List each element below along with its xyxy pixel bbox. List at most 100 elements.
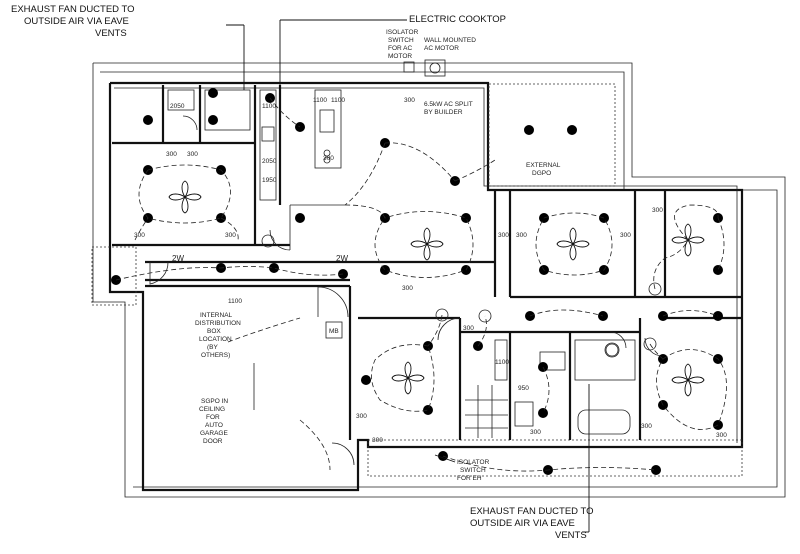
svg-text:DISTRIBUTION: DISTRIBUTION: [195, 320, 241, 327]
ceiling-fan-icon: [556, 227, 590, 261]
light-downlight: [423, 405, 433, 415]
svg-text:LOCATION: LOCATION: [199, 336, 232, 343]
svg-text:1100: 1100: [262, 103, 276, 110]
svg-text:300: 300: [641, 423, 652, 430]
light-downlight: [567, 125, 577, 135]
svg-text:EXTERNAL: EXTERNAL: [526, 162, 561, 169]
svg-text:1950: 1950: [262, 177, 277, 184]
alfresco-patio: [488, 83, 616, 187]
garage-door: [253, 286, 355, 466]
svg-text:VENTS: VENTS: [555, 530, 587, 541]
svg-text:300: 300: [372, 437, 383, 444]
svg-text:DOOR: DOOR: [203, 438, 223, 445]
svg-text:OTHERS): OTHERS): [201, 352, 230, 359]
ac-motor: [403, 59, 446, 77]
svg-text:2050: 2050: [262, 158, 277, 165]
annotation-internal-box: INTERNAL DISTRIBUTION BOX LOCATION (BY O…: [195, 312, 241, 359]
svg-text:CEILING: CEILING: [199, 406, 225, 413]
svg-text:(BY: (BY: [207, 344, 219, 351]
svg-text:FOR EH: FOR EH: [457, 475, 482, 482]
svg-text:950: 950: [518, 385, 529, 392]
light-downlight: [269, 263, 279, 273]
svg-text:INTERNAL: INTERNAL: [200, 312, 233, 319]
svg-text:DGPO: DGPO: [532, 170, 551, 177]
kitchen-fittings: [259, 89, 342, 201]
internal-walls: [112, 85, 742, 440]
svg-text:AUTO: AUTO: [205, 422, 223, 429]
light-downlight: [651, 465, 661, 475]
svg-text:ISOLATOR: ISOLATOR: [457, 459, 490, 466]
label-mb: MB: [329, 328, 339, 335]
svg-text:GARAGE: GARAGE: [200, 430, 228, 437]
svg-text:OUTSIDE AIR VIA EAVE: OUTSIDE AIR VIA EAVE: [24, 16, 129, 27]
svg-text:ISOLATOR: ISOLATOR: [386, 29, 419, 36]
external-walls: [91, 81, 744, 492]
svg-text:EXHAUST FAN DUCTED TO: EXHAUST FAN DUCTED TO: [11, 4, 135, 15]
light-downlight: [461, 213, 471, 223]
annotation-ac-split: 6.5kW AC SPLIT BY BUILDER: [424, 101, 473, 116]
annotation-sgpo-garage: SGPO IN CEILING FOR AUTO GARAGE DOOR: [199, 398, 228, 445]
ceiling-lights: [111, 88, 723, 475]
svg-text:OUTSIDE AIR VIA EAVE: OUTSIDE AIR VIA EAVE: [470, 518, 575, 529]
switch-symbols: [261, 234, 662, 357]
light-downlight: [380, 265, 390, 275]
svg-text:1100: 1100: [495, 359, 509, 366]
svg-text:FOR: FOR: [206, 414, 220, 421]
light-downlight: [538, 408, 548, 418]
wet-area-fittings: [167, 89, 636, 435]
svg-text:2W: 2W: [336, 254, 348, 263]
svg-text:1100: 1100: [228, 298, 242, 305]
annotation-exhaust-bottom: EXHAUST FAN DUCTED TO OUTSIDE AIR VIA EA…: [470, 506, 594, 541]
tile-hatch: [465, 385, 508, 438]
svg-text:300: 300: [716, 432, 727, 439]
light-downlight: [208, 88, 218, 98]
svg-text:FOR AC: FOR AC: [388, 45, 413, 52]
svg-text:6.5kW AC SPLIT: 6.5kW AC SPLIT: [424, 101, 473, 108]
light-downlight: [524, 125, 534, 135]
light-downlight: [295, 213, 305, 223]
porch-area: [367, 439, 743, 477]
meter-box: [325, 321, 343, 339]
ceiling-fan-icon: [410, 227, 444, 261]
light-downlight: [143, 115, 153, 125]
ceiling-fans: [168, 180, 705, 397]
svg-text:300: 300: [402, 285, 413, 292]
annotation-electric-cooktop: ELECTRIC COOKTOP: [409, 14, 506, 25]
svg-text:300: 300: [463, 325, 474, 332]
svg-text:BOX: BOX: [207, 328, 221, 335]
svg-text:300: 300: [652, 207, 663, 214]
svg-text:300: 300: [225, 232, 236, 239]
svg-text:300: 300: [404, 97, 415, 104]
svg-text:WALL MOUNTED: WALL MOUNTED: [424, 37, 476, 44]
svg-text:300: 300: [620, 232, 631, 239]
svg-text:BY BUILDER: BY BUILDER: [424, 109, 463, 116]
annotation-external-dgpo: EXTERNAL DGPO: [526, 162, 561, 177]
svg-text:SWITCH: SWITCH: [460, 467, 486, 474]
svg-text:300: 300: [166, 151, 177, 158]
leader-lines: [226, 19, 590, 533]
annotation-exhaust-top: EXHAUST FAN DUCTED TO OUTSIDE AIR VIA EA…: [11, 4, 135, 39]
ceiling-fan-icon: [391, 361, 425, 395]
svg-text:2W: 2W: [172, 254, 184, 263]
svg-text:300: 300: [530, 429, 541, 436]
svg-text:300: 300: [187, 151, 198, 158]
svg-text:300: 300: [516, 232, 527, 239]
annotation-wall-ac-motor: WALL MOUNTED AC MOTOR: [424, 37, 476, 52]
svg-text:2050: 2050: [170, 103, 185, 110]
svg-text:300: 300: [323, 155, 334, 162]
light-downlight: [599, 213, 609, 223]
svg-text:AC MOTOR: AC MOTOR: [424, 45, 459, 52]
annotation-isolator-eh: ISOLATOR SWITCH FOR EH: [457, 459, 490, 482]
switching-circuits: [115, 97, 727, 472]
ceiling-fan-icon: [168, 180, 202, 214]
svg-text:SWITCH: SWITCH: [388, 37, 414, 44]
annotation-isolator-ac: ISOLATOR SWITCH FOR AC MOTOR: [386, 29, 419, 60]
svg-text:1100: 1100: [313, 97, 327, 104]
ceiling-fan-icon: [671, 363, 705, 397]
svg-text:SGPO IN: SGPO IN: [201, 398, 228, 405]
light-downlight: [361, 375, 371, 385]
light-downlight: [713, 265, 723, 275]
svg-text:MOTOR: MOTOR: [388, 53, 412, 60]
svg-text:1100: 1100: [331, 97, 345, 104]
